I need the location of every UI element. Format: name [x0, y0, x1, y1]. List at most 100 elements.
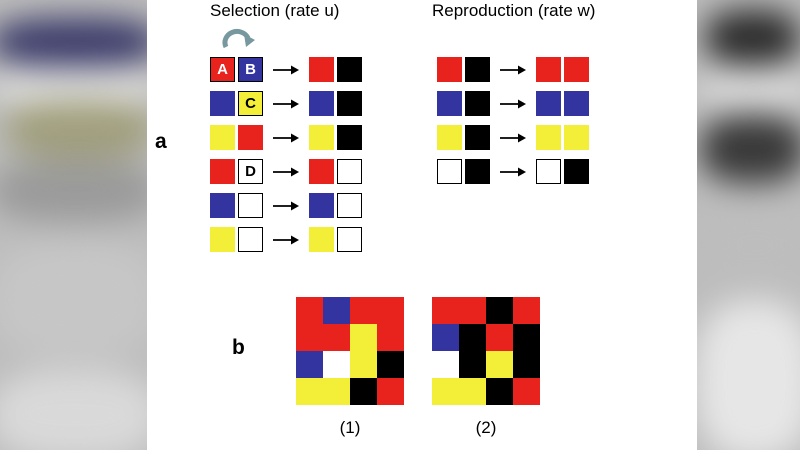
red-square	[210, 159, 235, 184]
grid-cell-red	[350, 297, 377, 324]
pair-after	[309, 57, 362, 82]
right-arrow-icon	[273, 167, 299, 176]
blur-blob	[0, 240, 160, 360]
blur-blob	[695, 300, 800, 450]
blur-blob	[5, 100, 155, 158]
pair-before	[210, 193, 263, 218]
grid-cell-black	[486, 378, 513, 405]
grid-cell-yellow	[350, 351, 377, 378]
blue-square	[309, 91, 334, 116]
pair-before	[437, 57, 490, 82]
blur-blob	[700, 70, 800, 110]
blue-square	[309, 193, 334, 218]
red-square	[309, 159, 334, 184]
right-arrow-icon	[500, 133, 526, 142]
type-a-square: A	[210, 57, 235, 82]
yellow-square	[210, 125, 235, 150]
pair-after	[309, 227, 362, 252]
pair-after	[536, 125, 589, 150]
black-square	[337, 125, 362, 150]
yellow-square	[437, 125, 462, 150]
right-arrow-icon	[273, 235, 299, 244]
grid-cell-red	[377, 297, 404, 324]
grid-cell-red	[323, 324, 350, 351]
pair-after	[536, 57, 589, 82]
transition-row	[210, 227, 362, 252]
grid-cell-red	[377, 324, 404, 351]
white-square	[536, 159, 561, 184]
grid-cell-black	[513, 351, 540, 378]
grid-cell-yellow	[432, 378, 459, 405]
blur-blob	[0, 370, 160, 450]
grid-cell-yellow	[296, 378, 323, 405]
blur-blob	[700, 200, 800, 290]
blue-square	[210, 91, 235, 116]
type-c-square: C	[238, 91, 263, 116]
blur-blob	[0, 18, 160, 66]
yellow-square	[210, 227, 235, 252]
transition-row	[210, 193, 362, 218]
blur-blob	[705, 10, 800, 65]
grid-cell-black	[459, 324, 486, 351]
right-arrow-icon	[273, 65, 299, 74]
transition-row	[210, 125, 362, 150]
white-square	[337, 227, 362, 252]
transition-row	[437, 57, 589, 82]
red-square	[309, 57, 334, 82]
pair-before	[437, 159, 490, 184]
grid-cell-yellow	[486, 351, 513, 378]
yellow-square	[564, 125, 589, 150]
pair-after	[309, 91, 362, 116]
grid-cell-yellow	[323, 378, 350, 405]
pair-before: D	[210, 159, 263, 184]
black-square	[465, 125, 490, 150]
type-b-square: B	[238, 57, 263, 82]
pair-before: C	[210, 91, 263, 116]
grid-cell-yellow	[350, 324, 377, 351]
black-square	[465, 91, 490, 116]
blur-blob	[700, 115, 800, 183]
transition-row: C	[210, 91, 362, 116]
red-square	[564, 57, 589, 82]
blur-blob	[0, 160, 160, 222]
pair-after	[309, 125, 362, 150]
black-square	[564, 159, 589, 184]
grid-cell-red	[296, 324, 323, 351]
grid-cell-white	[432, 351, 459, 378]
right-arrow-icon	[500, 99, 526, 108]
pair-before	[210, 125, 263, 150]
right-arrow-icon	[500, 167, 526, 176]
blue-square	[564, 91, 589, 116]
pair-after	[536, 91, 589, 116]
grid-cell-blue	[296, 351, 323, 378]
panel-a-label: a	[155, 130, 167, 153]
figure-panel: a b Selection (rate u) Reproduction (rat…	[147, 0, 697, 450]
white-square	[337, 193, 362, 218]
red-square	[238, 125, 263, 150]
blue-square	[536, 91, 561, 116]
yellow-square	[309, 125, 334, 150]
right-arrow-icon	[273, 99, 299, 108]
grid-cell-red	[296, 297, 323, 324]
right-arrow-icon	[500, 65, 526, 74]
pair-after	[309, 193, 362, 218]
red-square	[437, 57, 462, 82]
transition-row	[437, 159, 589, 184]
white-square	[337, 159, 362, 184]
type-d-square: D	[238, 159, 263, 184]
grid-cell-red	[459, 297, 486, 324]
white-square	[238, 193, 263, 218]
pair-after	[536, 159, 589, 184]
blue-square	[437, 91, 462, 116]
transition-row: D	[210, 159, 362, 184]
selection-title: Selection (rate u)	[210, 1, 340, 20]
right-arrow-icon	[273, 133, 299, 142]
grid-cell-red	[486, 324, 513, 351]
grid-cell-white	[323, 351, 350, 378]
grid-cell-red	[377, 378, 404, 405]
grid-cell-black	[486, 297, 513, 324]
yellow-square	[536, 125, 561, 150]
grid-cell-red	[513, 378, 540, 405]
